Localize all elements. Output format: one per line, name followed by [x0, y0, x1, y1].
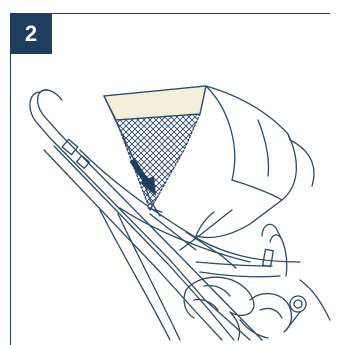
wheel-hub — [286, 280, 330, 330]
hand-left — [184, 277, 254, 340]
hand-right — [240, 294, 291, 338]
